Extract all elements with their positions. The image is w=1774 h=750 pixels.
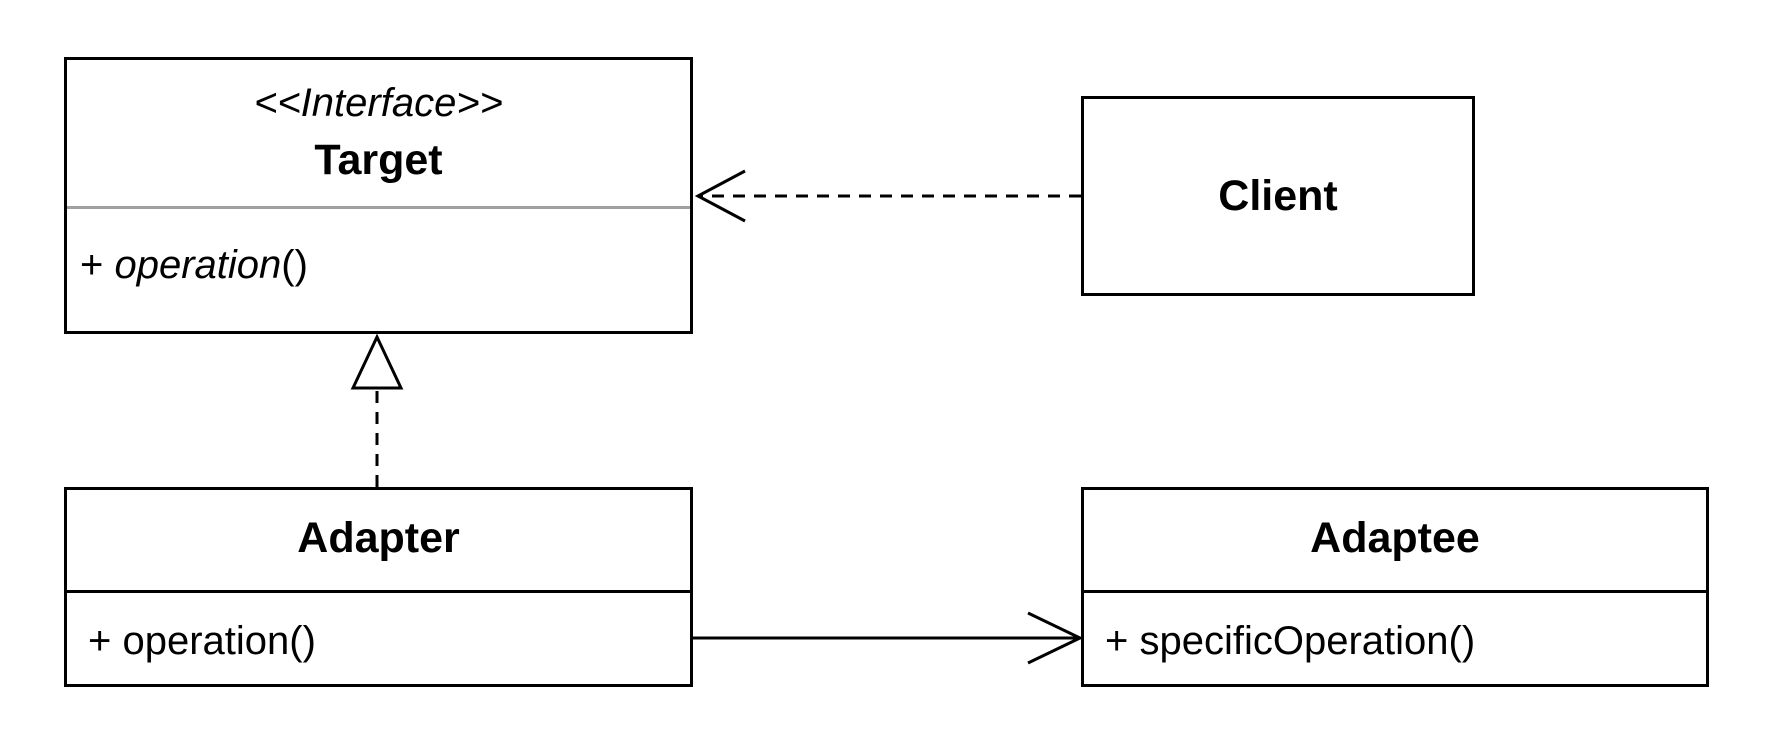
open-arrowhead-icon [1027, 611, 1084, 665]
adapter-class: Adapter + operation() [64, 487, 693, 687]
target-operation-parens: () [281, 243, 308, 287]
target-interface-class: <<Interface>> Target + operation() [64, 57, 693, 334]
target-class-name: Target [314, 135, 443, 184]
adaptee-compartment-divider [1084, 590, 1706, 593]
adaptee-class: Adaptee + specificOperation() [1081, 487, 1709, 687]
target-operation-name: operation [114, 243, 282, 287]
adaptee-operation: + specificOperation() [1105, 619, 1476, 663]
target-compartment-divider [67, 206, 690, 209]
adapter-class-name: Adapter [297, 514, 460, 562]
adapter-operation: + operation() [88, 619, 316, 663]
client-class: Client [1081, 96, 1475, 296]
target-operation-visibility: + [80, 243, 115, 287]
client-target-dependency [694, 169, 1081, 223]
client-class-name: Client [1218, 171, 1338, 220]
adapter-target-realization [350, 333, 404, 487]
adapter-adaptee-association [692, 611, 1084, 665]
adapter-compartment-divider [67, 590, 690, 593]
target-stereotype: <<Interface>> [253, 81, 504, 125]
adaptee-class-name: Adaptee [1310, 514, 1480, 562]
target-operation: + operation() [80, 245, 308, 285]
open-arrowhead-icon [694, 169, 746, 223]
hollow-triangle-icon [350, 333, 404, 390]
